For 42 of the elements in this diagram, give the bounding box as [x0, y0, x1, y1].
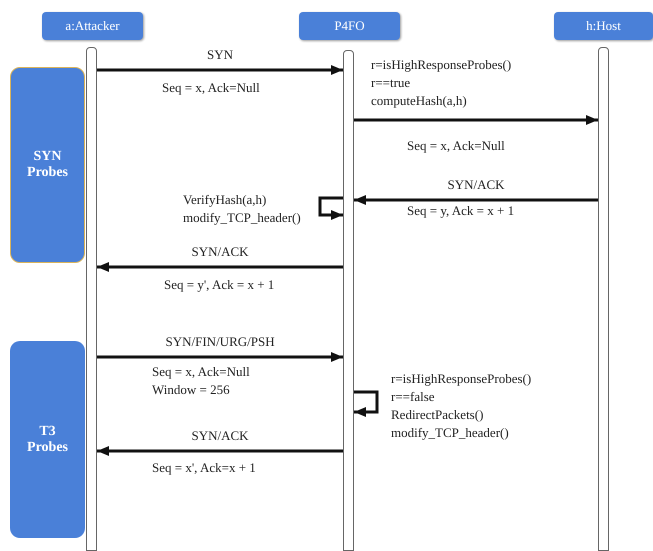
note-text: RedirectPackets() — [391, 407, 484, 423]
message-arrow — [354, 115, 598, 125]
participant-box — [554, 12, 653, 40]
note-text: modify_TCP_header() — [391, 425, 509, 441]
note-text: VerifyHash(a,h) — [183, 192, 266, 208]
note-text: r==false — [391, 389, 435, 405]
message-arrow — [97, 65, 343, 75]
message-arrow — [97, 262, 343, 272]
message-parameters: Seq = x', Ack=x + 1 — [152, 460, 256, 476]
note-text: r=isHighResponseProbes() — [391, 371, 532, 387]
message-parameters: Window = 256 — [152, 382, 230, 398]
message-parameters: Seq = y', Ack = x + 1 — [164, 277, 274, 293]
message-parameters: Seq = x, Ack=Null — [162, 80, 260, 96]
message-label: SYN/ACK — [192, 428, 249, 444]
lifeline-bar — [343, 50, 354, 551]
participant-label: h:Host — [586, 18, 621, 34]
lifeline-bar — [86, 47, 97, 551]
participant-label: P4FO — [334, 18, 365, 34]
message-label: SYN/ACK — [448, 177, 505, 193]
message-arrow — [97, 446, 343, 456]
message-arrow — [354, 195, 598, 205]
participant-box — [299, 12, 400, 40]
participant-box — [42, 12, 143, 40]
message-parameters: Seq = x, Ack=Null — [407, 138, 505, 154]
message-label: SYN/FIN/URG/PSH — [166, 334, 275, 350]
participant-label: a:Attacker — [65, 18, 120, 34]
message-label: SYN — [207, 47, 234, 63]
note-text: modify_TCP_header() — [183, 210, 301, 226]
note-text: r=isHighResponseProbes() — [371, 57, 512, 73]
phase-box — [10, 67, 85, 263]
self-call-arrow — [354, 390, 378, 417]
message-parameters: Seq = x, Ack=Null — [152, 364, 250, 380]
note-text: r==true — [371, 75, 410, 91]
message-parameters: Seq = y, Ack = x + 1 — [407, 203, 514, 219]
message-arrow — [97, 352, 343, 362]
message-label: SYN/ACK — [192, 244, 249, 260]
phase-label: T3 Probes — [26, 424, 69, 456]
self-call-arrow — [318, 196, 343, 220]
phase-label: SYN Probes — [26, 149, 69, 181]
note-text: computeHash(a,h) — [371, 93, 467, 109]
lifeline-bar — [598, 47, 609, 551]
phase-box — [10, 341, 85, 538]
